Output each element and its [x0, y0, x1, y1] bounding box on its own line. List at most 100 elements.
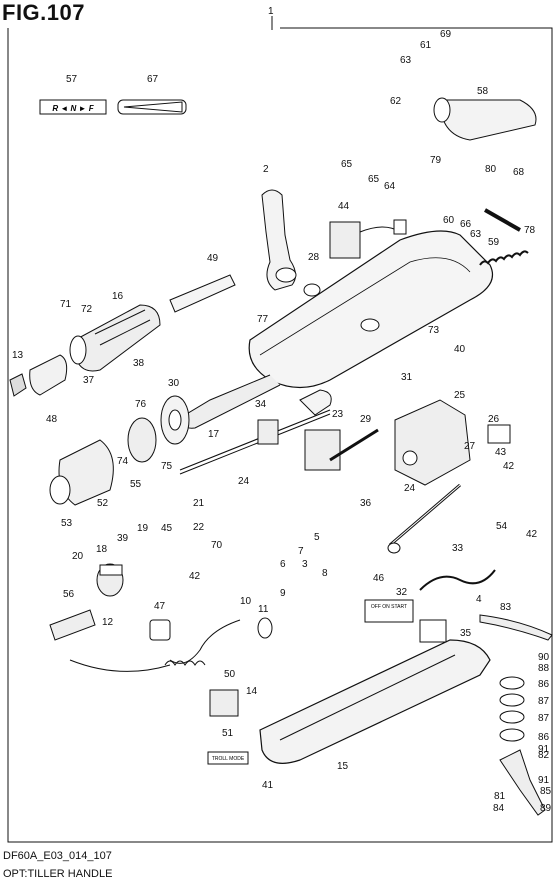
washer-87a — [499, 693, 525, 707]
callout-33: 33 — [452, 543, 464, 554]
callout-63a: 63 — [400, 55, 412, 66]
callout-82: 82 — [538, 750, 550, 761]
callout-5: 5 — [314, 532, 320, 543]
callout-77: 77 — [257, 314, 269, 325]
spring-78 — [479, 250, 529, 266]
throttle-grip — [9, 304, 161, 397]
callout-76: 76 — [135, 399, 147, 410]
callout-36: 36 — [360, 498, 372, 509]
switch-plate-text: OFF ON START — [371, 604, 407, 610]
callout-4: 4 — [476, 594, 482, 605]
callout-8: 8 — [322, 568, 328, 579]
callout-24b: 24 — [404, 483, 416, 494]
callout-87b: 87 — [538, 713, 550, 724]
callout-90: 90 — [538, 652, 550, 663]
callout-66: 66 — [460, 219, 472, 230]
callout-51: 51 — [222, 728, 234, 739]
callout-65b: 65 — [368, 174, 380, 185]
callout-41: 41 — [262, 780, 274, 791]
callout-64: 64 — [384, 181, 396, 192]
callout-27: 27 — [464, 441, 476, 452]
callout-25: 25 — [454, 390, 466, 401]
callout-55: 55 — [130, 479, 142, 490]
callout-84: 84 — [493, 803, 505, 814]
callout-7: 7 — [298, 546, 304, 557]
stop-switch — [96, 563, 124, 597]
callout-22: 22 — [193, 522, 205, 533]
callout-52: 52 — [97, 498, 109, 509]
callout-91b: 91 — [538, 775, 550, 786]
callout-11: 11 — [258, 604, 269, 615]
part-82-lever — [499, 749, 546, 816]
callout-42a: 42 — [503, 461, 515, 472]
callout-46: 46 — [373, 573, 385, 584]
figure-caption: OPT:TILLER HANDLE — [3, 868, 113, 880]
callout-65a: 65 — [341, 159, 353, 170]
callout-67: 67 — [147, 74, 159, 85]
wire-harness — [419, 569, 496, 591]
callout-45: 45 — [161, 523, 173, 534]
callout-53: 53 — [61, 518, 73, 529]
callout-49: 49 — [207, 253, 219, 264]
callout-88: 88 — [538, 663, 550, 674]
callout-81: 81 — [494, 791, 506, 802]
callout-60: 60 — [443, 215, 455, 226]
lower-bracket — [259, 619, 491, 764]
callout-47: 47 — [154, 601, 166, 612]
callout-15: 15 — [337, 761, 349, 772]
callout-14: 14 — [246, 686, 258, 697]
callout-56: 56 — [63, 589, 75, 600]
callout-13: 13 — [12, 350, 24, 361]
callout-70: 70 — [211, 540, 223, 551]
callout-17: 17 — [208, 429, 220, 440]
tiller-arm-body — [183, 230, 494, 429]
callout-50: 50 — [224, 669, 236, 680]
callout-26: 26 — [488, 414, 500, 425]
shift-label-text: R ◄ N ► F — [52, 104, 94, 113]
callout-29: 29 — [360, 414, 372, 425]
callout-28: 28 — [308, 252, 320, 263]
grip-end — [49, 439, 114, 506]
troll-mode-plate: TROLL MODE — [207, 751, 249, 765]
throttle-link — [304, 428, 379, 471]
callout-80: 80 — [485, 164, 497, 175]
callout-31: 31 — [401, 372, 413, 383]
callout-12: 12 — [102, 617, 114, 628]
grip-label — [117, 99, 187, 115]
callout-35: 35 — [460, 628, 472, 639]
callout-21: 21 — [193, 498, 205, 509]
callout-85: 85 — [540, 786, 552, 797]
callout-63b: 63 — [470, 229, 482, 240]
washer-86a — [499, 676, 525, 690]
callout-32: 32 — [396, 587, 408, 598]
callout-54: 54 — [496, 521, 508, 532]
callout-57: 57 — [66, 74, 78, 85]
callout-59: 59 — [488, 237, 500, 248]
callout-19: 19 — [137, 523, 149, 534]
shift-lever — [261, 189, 297, 291]
callout-73: 73 — [428, 325, 440, 336]
callout-numbers: 1 2 3 4 5 6 7 8 9 10 11 12 13 14 15 16 1… — [12, 6, 552, 814]
switch-box — [329, 219, 407, 259]
callout-34: 34 — [255, 399, 267, 410]
callout-83: 83 — [500, 602, 512, 613]
callout-1: 1 — [268, 6, 274, 17]
callout-42b: 42 — [526, 529, 538, 540]
callout-9: 9 — [280, 588, 286, 599]
callout-75: 75 — [161, 461, 173, 472]
throttle-housing — [394, 399, 511, 486]
troll-plate-text: TROLL MODE — [212, 756, 245, 762]
callout-30: 30 — [168, 378, 180, 389]
diagram-frame — [7, 27, 553, 843]
callout-78: 78 — [524, 225, 536, 236]
callout-2: 2 — [263, 164, 269, 175]
control-cable — [387, 483, 461, 554]
shift-indicator-label: R ◄ N ► F — [39, 99, 107, 115]
callout-6: 6 — [280, 559, 286, 570]
bolt-59 — [484, 208, 521, 232]
part-49-bracket — [169, 274, 236, 313]
troll-switch — [209, 689, 239, 717]
callout-43: 43 — [495, 447, 507, 458]
callout-71: 71 — [60, 299, 72, 310]
